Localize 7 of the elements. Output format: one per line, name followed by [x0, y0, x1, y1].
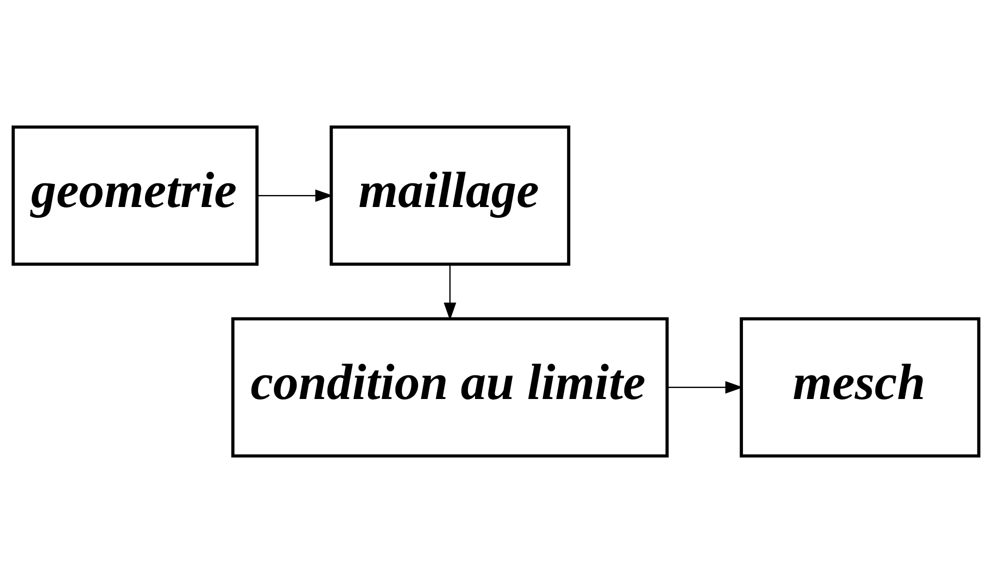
- arrow: [667, 381, 744, 394]
- arrow: [444, 264, 456, 320]
- node-box: condition au limite: [231, 317, 669, 458]
- node-box: mesch: [740, 317, 980, 458]
- arrow: [257, 189, 334, 202]
- node-box: geometrie: [12, 126, 259, 266]
- node-box: maillage: [330, 126, 570, 266]
